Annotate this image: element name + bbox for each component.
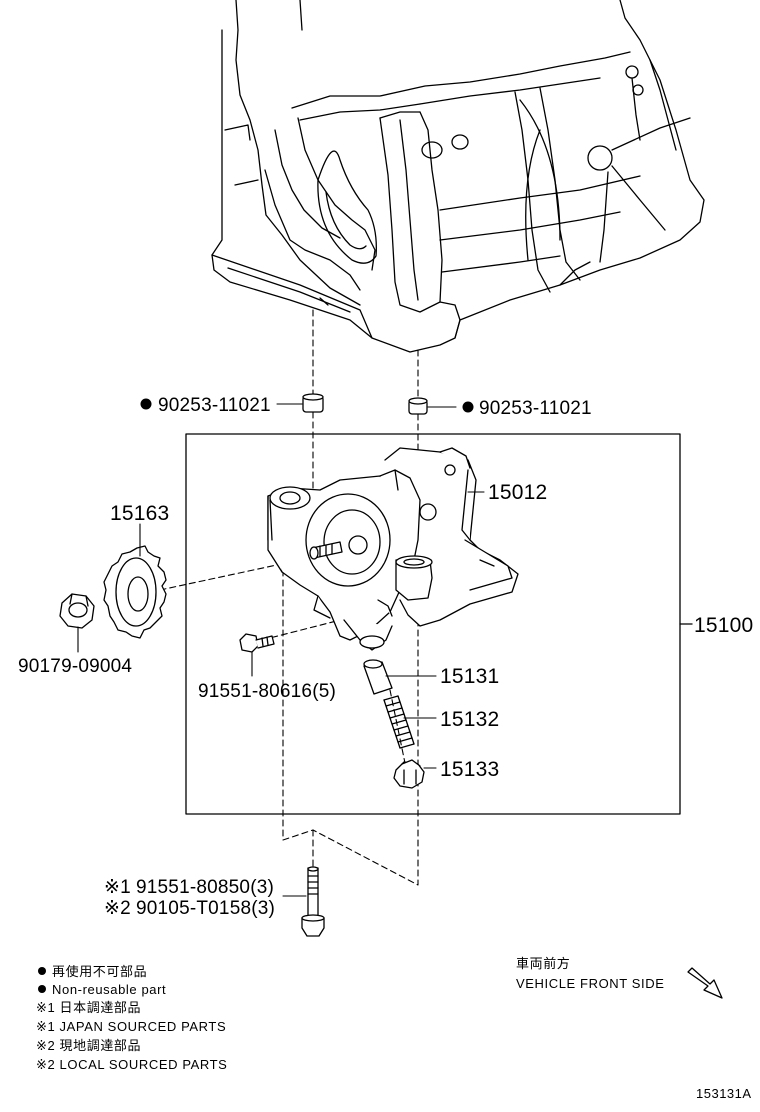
long-bolt-1-label: 91551-80850(3) (136, 877, 274, 898)
legend-japan-en: ※1 JAPAN SOURCED PARTS (36, 1019, 226, 1034)
label-leader-lines (77, 403, 485, 897)
pump-body-label: 15012 (488, 481, 547, 504)
oil-pump-body-drawing (267, 447, 519, 651)
vehicle-front-en: VEHICLE FRONT SIDE (516, 976, 665, 991)
bushing-right-label: 90253-11021 (479, 398, 592, 419)
nut-part (59, 593, 95, 629)
non-reusable-mark-right (462, 401, 474, 413)
legend-bullet-2 (38, 985, 46, 993)
non-reusable-mark-left (140, 398, 152, 410)
bushing-left-label: 90253-11021 (158, 395, 271, 416)
relief-valve-part (363, 659, 393, 695)
vehicle-front-jp: 車両前方 (516, 956, 570, 971)
small-bolt-part (239, 633, 275, 653)
engine-block-drawing (211, 0, 705, 353)
bushing-right-part (408, 397, 428, 415)
note-mark-2: ※2 (104, 898, 131, 919)
vehicle-front-arrow-icon (687, 967, 723, 999)
legend-local-en: ※2 LOCAL SOURCED PARTS (36, 1057, 227, 1072)
long-bolt-2-label: 90105-T0158(3) (136, 898, 275, 919)
legend-non-reusable-jp: 再使用不可部品 (52, 964, 147, 979)
note-mark-1: ※1 (104, 877, 131, 898)
sprocket-part (103, 545, 167, 639)
spring-part (383, 695, 415, 749)
bushing-left-part (302, 393, 324, 413)
legend-japan-jp: ※1 日本調達部品 (36, 1000, 141, 1015)
plug-part (393, 759, 425, 789)
legend-local-jp: ※2 現地調達部品 (36, 1038, 141, 1053)
illustration-reference-code: 153131A (696, 1086, 752, 1101)
legend-non-reusable-en: Non-reusable part (52, 982, 166, 997)
legend-bullet-1 (38, 967, 46, 975)
relief-valve-label: 15131 (440, 665, 499, 688)
nut-label: 90179-09004 (18, 656, 132, 677)
small-bolt-label: 91551-80616(5) (198, 681, 336, 702)
assembly-label: 15100 (694, 614, 753, 637)
long-bolt-part (301, 866, 325, 937)
sprocket-label: 15163 (110, 502, 169, 525)
spring-label: 15132 (440, 708, 499, 731)
plug-label: 15133 (440, 758, 499, 781)
